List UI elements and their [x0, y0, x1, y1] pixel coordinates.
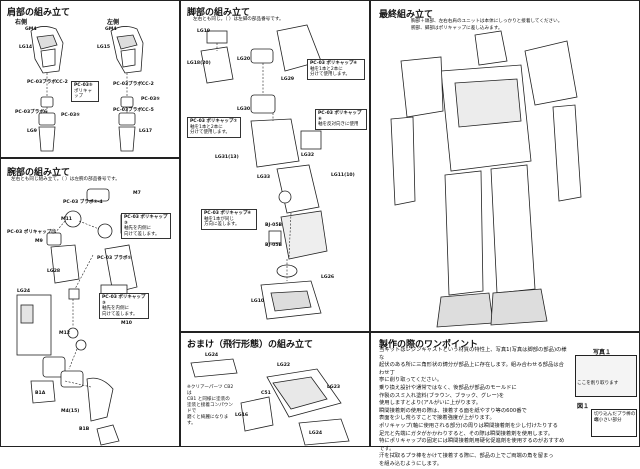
shoulder-part-box: PC-03⑤ ポリキャップ: [71, 81, 99, 102]
shoulder-label-pc03-cc5: PC-03ブラボCC-5: [113, 108, 154, 113]
shoulder-mid-label-a: PC-03⑤: [61, 113, 81, 118]
flight-panel: おまけ（飛行形態）の組み立て LG24 LG22 LG23 LG16 LG24 …: [180, 332, 370, 447]
arm-box-polycap-3b: PC-03 ポリキャップ③ 軸先を内側に 向けて差します。: [99, 293, 149, 320]
tips-photo: [575, 355, 637, 397]
leg-label-bj05b-a: BJ-05B: [265, 223, 283, 228]
flight-label-lg23: LG23: [327, 385, 341, 390]
leg-label-lg18-20: LG18(20): [187, 61, 211, 66]
leg-label-lg33: LG33: [257, 175, 271, 180]
flight-diagram: [190, 358, 350, 446]
shoulder-label-lg14: LG14: [19, 45, 33, 50]
arm-label-m7: M7: [133, 191, 141, 196]
leg-box-polycap-7: PC-03 ポリキャップ⑦ 軸を1本と2本に 分けて使用します。: [187, 117, 241, 138]
leg-diagram: [200, 24, 328, 320]
flight-label-lg22: LG22: [277, 363, 291, 368]
arm-label-m12: M12: [59, 331, 70, 336]
flight-title: おまけ（飛行形態）の組み立て: [187, 340, 314, 350]
shoulder-label-gm4-r: GM4: [25, 27, 37, 32]
shoulder-label-lg17: LG17: [139, 129, 153, 134]
flight-label-lg24-b: LG24: [309, 431, 323, 436]
arm-label-m11: M11: [61, 217, 72, 222]
arm-label-pc03-2-4: PC-03 ブラボ②-4: [63, 200, 103, 205]
tips-panel: 製作の際のワンポイント 当キットはレジンキャストという材質の特性上、写真1(写真…: [370, 332, 640, 467]
shoulder-side-right: 右側: [15, 19, 28, 26]
final-note-2: 腕部、脚部はポリキャップに差し込みます。: [411, 26, 503, 31]
arm-label-b1a: B1A: [35, 391, 46, 396]
leg-label-bj05b-b: BJ-05B: [265, 243, 283, 248]
shoulder-label-gm4-l: GM4: [105, 27, 117, 32]
flight-label-lg24-a: LG24: [205, 353, 219, 358]
final-note-1: 胸部＋頭部、左右右肩のユニットは本体にしっかりと接着してください。: [411, 19, 563, 24]
final-robot-diagram: [390, 30, 582, 328]
tips-body: 当キットはレジンキャストという材質の特性上、写真1(写真は脚部の部品)の様な 起…: [379, 347, 567, 467]
shoulder-panel: 肩部の組み立て 右側 左側 GM4 LG14 G: [0, 0, 180, 158]
shoulder-label-pc03-cc2-b: PC-03ブラボCC-2: [113, 82, 154, 87]
leg-box-polycap-6a: PC-03 ポリキャップ⑥ 軸を1本と2本に 分けて使用します。: [307, 59, 365, 80]
leg-label-lg11-10: LG11(10): [331, 173, 355, 178]
arm-label-lg24: LG24: [17, 289, 31, 294]
arm-note: 左右とも同じ組み立て。（ ）は左腕の部品番号です。: [11, 177, 120, 182]
leg-label-lg30: LG30: [237, 107, 251, 112]
tips-photo-caption: ここを削り取ります: [577, 381, 619, 386]
arm-label-b1b: B1B: [79, 427, 90, 432]
leg-label-lg26: LG26: [321, 275, 335, 280]
final-panel: 最終組み立て 胸部＋頭部、左右右肩のユニットは本体にしっかりと接着してください。…: [370, 0, 640, 332]
arm-label-pc03-11: PC-03 ポリキャップ⑪: [7, 230, 56, 235]
arm-diagram: [16, 188, 148, 446]
flight-label-c51: C51: [261, 391, 271, 396]
leg-label-lg20: LG20: [237, 57, 251, 62]
leg-label-lg29: LG29: [281, 77, 295, 82]
shoulder-title: 肩部の組み立て: [7, 8, 71, 18]
leg-label-lg10: LG10: [251, 299, 265, 304]
arm-label-lg28: LG28: [47, 269, 61, 274]
arm-box-polycap-3a: PC-03 ポリキャップ③ 軸先を内側に 向けて差します。: [121, 213, 171, 240]
tips-figure-label: 図１: [577, 403, 590, 410]
flight-label-lg16: LG16: [235, 413, 249, 418]
shoulder-label-pc03-6: PC-03ブラボ6: [15, 110, 48, 115]
leg-panel: 脚部の組み立て 左右とも同じ。（ ）は左脚の部品番号です。 LG19: [180, 0, 370, 332]
tips-figure: 切り込んだプラ棒の端 の小さい部分: [591, 409, 637, 437]
leg-label-lg32: LG32: [301, 153, 315, 158]
arm-label-m9: M9: [35, 239, 43, 244]
leg-label-lg19: LG19: [197, 29, 211, 34]
arm-title: 腕部の組み立て: [7, 168, 71, 178]
shoulder-label-lg15: LG15: [97, 45, 111, 50]
leg-title: 脚部の組み立て: [187, 8, 251, 18]
arm-label-m4-15: M4(15): [61, 409, 80, 414]
arm-panel: 腕部の組み立て 左右とも同じ組み立て。（ ）は左腕の部品番号です。: [0, 158, 180, 447]
leg-label-lg31-13: LG31(13): [215, 155, 239, 160]
leg-note: 左右とも同じ。（ ）は左脚の部品番号です。: [193, 17, 284, 22]
final-title: 最終組み立て: [379, 10, 434, 20]
tips-photo-label: 写真１: [593, 349, 612, 356]
arm-label-m10: M10: [121, 321, 132, 326]
shoulder-diagram: [30, 26, 144, 152]
flight-note: ※クリアーパーツ CB2 は CB1 と同様に塗装の 塗装と接着コンパウンドで …: [187, 385, 234, 426]
shoulder-label-pc03-cc2-a: PC-03ブラボCC-2: [27, 80, 68, 85]
shoulder-mid-label-b: PC-03⑤: [141, 97, 161, 102]
shoulder-label-lg9: LG9: [27, 129, 37, 134]
tips-title: 製作の際のワンポイント: [379, 340, 479, 350]
arm-label-pc03-5: PC-03 ブラボ⑤: [97, 256, 132, 261]
leg-box-polycap-6c: PC-03 ポリキャップ⑥ 軸を1本が同じ 方向に差します。: [201, 209, 257, 230]
shoulder-side-left: 左側: [107, 19, 120, 26]
leg-box-polycap-6b: PC-03 ポリキャップ⑥ 軸を反対向きに使用: [315, 109, 367, 130]
